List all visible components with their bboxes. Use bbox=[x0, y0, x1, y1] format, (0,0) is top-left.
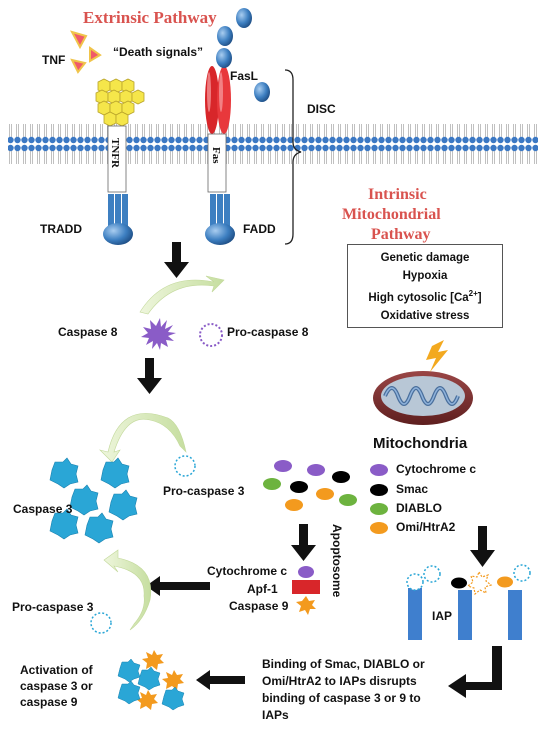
tnfr-receptor bbox=[95, 78, 145, 193]
activation-description: Activation of caspase 3 or caspase 9 bbox=[20, 663, 93, 709]
fas-receptor bbox=[205, 66, 231, 193]
disc-bracket bbox=[284, 69, 302, 245]
procaspase8-label: Pro-caspase 8 bbox=[227, 325, 309, 339]
tnf-label: TNF bbox=[42, 53, 66, 67]
legend-omi-htra2: Omi/HtrA2 bbox=[396, 520, 456, 534]
apoptosome-complex bbox=[292, 566, 320, 615]
tnf-ligands bbox=[70, 30, 102, 74]
caspase8-activation-arrow bbox=[139, 275, 225, 315]
apoptosome-caspase9: Caspase 9 bbox=[229, 599, 289, 613]
fasl-label: FasL bbox=[230, 69, 259, 83]
fadd-label: FADD bbox=[243, 222, 276, 236]
intrinsic-title-line2: Mitochondrial bbox=[342, 206, 441, 223]
intrinsic-title-line1: Intrinsic bbox=[368, 186, 427, 203]
caspase8-label: Caspase 8 bbox=[58, 325, 118, 339]
procaspase8-icon bbox=[199, 323, 223, 347]
iap-group bbox=[406, 564, 531, 640]
fas-label: Fas bbox=[210, 147, 222, 164]
caspase3-top-activation-arrow bbox=[99, 413, 187, 463]
binding-description: Binding of Smac, DIABLO or Omi/HtrA2 to … bbox=[262, 657, 425, 722]
caspase3-bottom-activation-arrow bbox=[103, 549, 152, 631]
stress-genetic-damage: Genetic damage bbox=[380, 252, 470, 264]
mito-proteins-cluster bbox=[263, 460, 357, 511]
procaspase3-bottom-label: Pro-caspase 3 bbox=[12, 600, 94, 614]
flow-arrows bbox=[137, 242, 502, 698]
mitochondrion-icon bbox=[373, 340, 473, 425]
iap-label: IAP bbox=[432, 609, 453, 623]
activated-caspase-cluster bbox=[117, 650, 185, 711]
stress-calcium: High cytosolic [Ca2+] bbox=[368, 289, 482, 304]
legend-diablo: DIABLO bbox=[396, 501, 442, 515]
procaspase3-bottom-icon bbox=[90, 612, 112, 634]
death-signals-label: “Death signals” bbox=[113, 45, 204, 59]
stress-oxidative: Oxidative stress bbox=[380, 309, 470, 322]
caspase3-cluster bbox=[49, 457, 138, 544]
procaspase3-top-icon bbox=[174, 455, 196, 477]
caspase3-label: Caspase 3 bbox=[13, 502, 73, 516]
legend-dots bbox=[370, 464, 388, 534]
stress-factors-box: Genetic damage Hypoxia High cytosolic [C… bbox=[347, 244, 503, 328]
disc-label: DISC bbox=[307, 102, 336, 116]
tradd-adaptor bbox=[103, 194, 133, 245]
apoptosome-label: Apoptosome bbox=[330, 524, 344, 598]
fasl-ligands bbox=[216, 8, 270, 102]
apoptosome-cytochrome-c: Cytochrome c bbox=[207, 564, 288, 578]
cell-membrane bbox=[8, 120, 538, 168]
procaspase3-top-label: Pro-caspase 3 bbox=[163, 484, 245, 498]
fadd-adaptor bbox=[205, 194, 235, 245]
legend-cytochrome-c: Cytochrome c bbox=[396, 462, 477, 476]
extrinsic-title: Extrinsic Pathway bbox=[83, 8, 217, 27]
intrinsic-title-line3: Pathway bbox=[371, 226, 431, 243]
apoptosome-apf1: Apf-1 bbox=[247, 582, 278, 596]
tradd-label: TRADD bbox=[40, 222, 82, 236]
mitochondria-label: Mitochondria bbox=[373, 435, 468, 452]
caspase8-active-icon bbox=[141, 318, 176, 350]
legend-smac: Smac bbox=[396, 482, 429, 496]
stress-hypoxia: Hypoxia bbox=[402, 270, 448, 282]
tnfr-label: TNFR bbox=[109, 138, 121, 168]
